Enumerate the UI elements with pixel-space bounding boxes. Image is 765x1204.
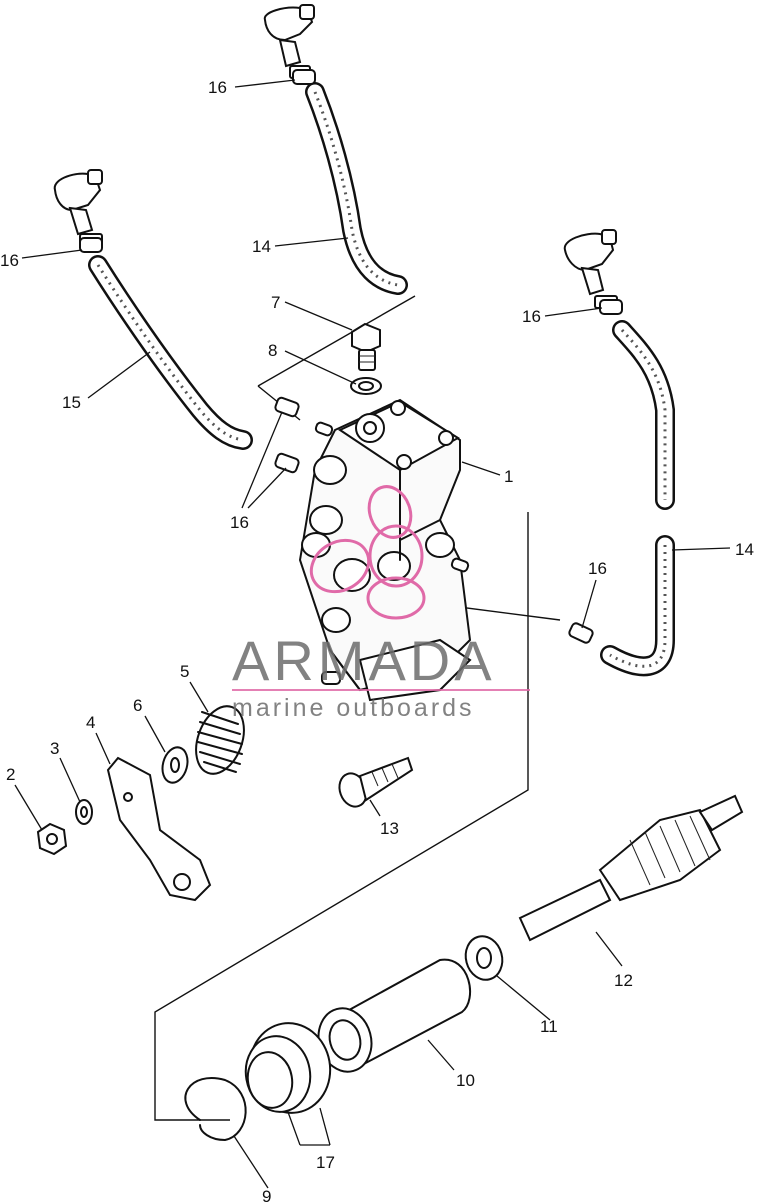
callout-10: 10 [456, 1071, 475, 1090]
callout-8: 8 [268, 341, 277, 360]
callout-15: 15 [62, 393, 81, 412]
callout-12: 12 [614, 971, 633, 990]
callout-16: 16 [0, 251, 19, 270]
callout-11: 11 [540, 1017, 558, 1036]
callout-16: 16 [208, 78, 227, 97]
callout-13: 13 [380, 819, 399, 838]
callout-5: 5 [180, 662, 189, 681]
washer-3 [75, 799, 93, 825]
callout-1: 1 [504, 467, 513, 486]
spring-5 [195, 705, 245, 775]
hose-15 [88, 255, 253, 450]
callout-9: 9 [262, 1187, 271, 1204]
callout-7: 7 [271, 293, 280, 312]
callout-labels: 16 16 14 15 7 8 1 16 16 14 16 5 6 4 3 2 … [0, 78, 754, 1204]
plug-cap-right [563, 229, 618, 309]
plug-cap-left [53, 169, 103, 247]
lever-4 [106, 756, 212, 902]
callout-3: 3 [50, 739, 59, 758]
seal-17 [244, 1022, 332, 1114]
hose-14-right-lower [600, 535, 675, 677]
washer-11 [464, 935, 504, 981]
watermark-logo: ARMADA marine outboards [232, 485, 530, 722]
plug-cap-top [263, 4, 315, 79]
watermark-tagline: marine outboards [232, 694, 475, 722]
callout-16: 16 [522, 307, 541, 326]
hose-14-top [305, 82, 408, 295]
callout-17: 17 [316, 1153, 335, 1172]
callout-14: 14 [252, 237, 271, 256]
snap-ring-9 [184, 1077, 247, 1141]
callout-16: 16 [230, 513, 249, 532]
watermark-emblem [309, 485, 426, 620]
gear-shaft-12 [518, 794, 744, 942]
bushing-10 [317, 958, 471, 1073]
hose-clamps [79, 69, 623, 644]
callout-6: 6 [133, 696, 142, 715]
callout-14: 14 [735, 540, 754, 559]
leader-lines [14, 79, 731, 1189]
callout-4: 4 [86, 713, 95, 732]
hose-14-right-upper [612, 320, 675, 510]
watermark-brand: ARMADA [232, 629, 496, 692]
washer-6 [161, 746, 189, 784]
bolt-7 [351, 322, 381, 371]
washer-8 [350, 377, 382, 395]
screw-13 [338, 756, 414, 808]
nut-2 [36, 822, 68, 856]
oil-pump-body [298, 398, 472, 702]
callout-2: 2 [6, 765, 15, 784]
callout-16: 16 [588, 559, 607, 578]
